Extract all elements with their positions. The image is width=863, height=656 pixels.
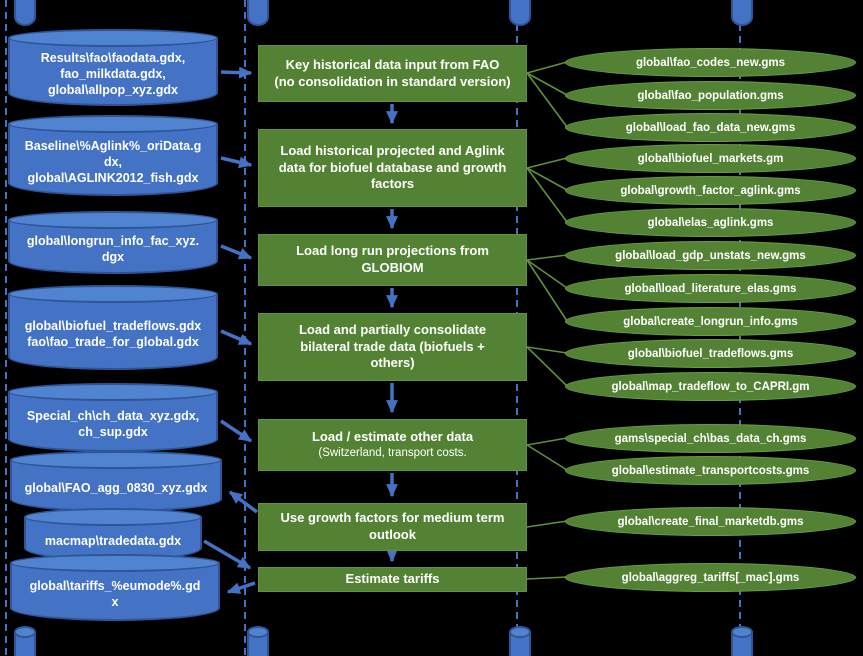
process-sublabel: (Switzerland, transport costs. xyxy=(318,447,467,460)
process-label: Load historical projected and Aglink dat… xyxy=(278,142,507,192)
process-label: Key historical data input from FAO (no c… xyxy=(274,56,511,89)
process-box: Key historical data input from FAO (no c… xyxy=(258,45,527,102)
continuation-cylinder-stub xyxy=(247,626,269,656)
output-arrow xyxy=(228,490,259,514)
script-ellipse: global\load_gdp_unstats_new.gms xyxy=(565,241,856,270)
continuation-cylinder-stub xyxy=(14,0,36,26)
input-arrow xyxy=(220,156,253,169)
connector-line xyxy=(526,259,568,289)
datafile-label: Special_ch\ch_data_xyz.gdx, ch_sup.gdx xyxy=(26,409,200,439)
input-arrow xyxy=(203,539,252,570)
flow-arrows xyxy=(203,66,398,594)
script-ellipse: global\estimate_transportcosts.gms xyxy=(565,456,856,485)
continuation-cylinder-stub xyxy=(509,0,531,26)
script-label: global\load_fao_data_new.gms xyxy=(625,121,796,134)
process-label: Load and partially consolidate bilateral… xyxy=(298,321,487,371)
script-ellipse: global\biofuel_tradeflows.gms xyxy=(565,339,856,368)
input-arrow xyxy=(220,66,253,79)
process-box: Load historical projected and Aglink dat… xyxy=(258,129,527,207)
connector-line xyxy=(526,167,568,191)
script-label: global\create_final_marketdb.gms xyxy=(617,515,804,528)
output-arrow xyxy=(226,581,256,594)
connector-line xyxy=(526,72,568,128)
continuation-cylinder-stub xyxy=(509,626,531,656)
process-box: Use growth factors for medium term outlo… xyxy=(258,503,527,551)
continuation-cylinder-stub xyxy=(731,0,753,26)
script-ellipse: global\map_tradeflow_to_CAPRI.gm xyxy=(565,372,856,401)
connector-line xyxy=(526,72,568,96)
script-ellipse: global\load_literature_elas.gms xyxy=(565,274,856,303)
connector-line xyxy=(526,61,568,74)
continuation-cylinder-stub xyxy=(14,626,36,656)
script-label: global\create_longrun_info.gms xyxy=(623,315,798,328)
script-ellipse: global\aggreg_tariffs[_mac].gms xyxy=(565,563,856,592)
script-ellipse: gams\special_ch\bas_data_ch.gms xyxy=(565,424,856,453)
connector-line xyxy=(526,259,568,322)
script-label: global\growth_factor_aglink.gms xyxy=(620,184,801,197)
datafile-cylinder: Special_ch\ch_data_xyz.gdx, ch_sup.gdx xyxy=(8,383,218,452)
connector-line xyxy=(526,444,568,471)
continuation-cylinder-stub xyxy=(247,0,269,26)
process-box: Estimate tariffs xyxy=(258,567,527,592)
script-ellipse: global\growth_factor_aglink.gms xyxy=(565,176,856,205)
connector-line xyxy=(526,576,568,580)
script-ellipse: global\elas_aglink.gms xyxy=(565,208,856,237)
datafile-cylinder: Baseline\%Aglink%_oriData.g dx, global\A… xyxy=(8,115,218,196)
process-label: Estimate tariffs xyxy=(345,571,440,587)
script-label: gams\special_ch\bas_data_ch.gms xyxy=(614,432,807,445)
input-arrow xyxy=(220,244,253,260)
script-label: global\map_tradeflow_to_CAPRI.gm xyxy=(611,380,810,393)
process-box: Load long run projections from GLOBIOM xyxy=(258,234,527,286)
datafile-label: global\tariffs_%eumode%.gd x xyxy=(29,579,201,609)
step-script-connectors xyxy=(526,61,568,580)
script-label: global\biofuel_tradeflows.gms xyxy=(627,347,794,360)
connector-line xyxy=(526,346,568,354)
datafile-cylinder: Results\fao\faodata.gdx, fao_milkdata.gd… xyxy=(8,29,218,106)
script-label: global\aggreg_tariffs[_mac].gms xyxy=(621,571,800,584)
connector-line xyxy=(526,437,568,446)
script-label: global\estimate_transportcosts.gms xyxy=(611,464,810,477)
script-label: global\fao_codes_new.gms xyxy=(635,56,786,69)
datafile-cylinder: global\biofuel_tradeflows.gdx fao\fao_tr… xyxy=(8,285,218,370)
script-ellipse: global\fao_codes_new.gms xyxy=(565,48,856,77)
connector-line xyxy=(526,254,568,261)
connector-line xyxy=(526,346,568,387)
script-ellipse: global\fao_population.gms xyxy=(565,81,856,110)
script-ellipse: global\create_final_marketdb.gms xyxy=(565,507,856,536)
input-arrow xyxy=(220,329,253,346)
datafile-cylinder: global\longrun_info_fac_xyz. dgx xyxy=(8,211,218,274)
datafile-cylinder: global\tariffs_%eumode%.gd x xyxy=(10,554,220,621)
process-label: Load long run projections from GLOBIOM xyxy=(296,243,489,275)
script-label: global\load_literature_elas.gms xyxy=(624,282,797,295)
input-arrow xyxy=(220,419,253,443)
datafile-label: global\longrun_info_fac_xyz. dgx xyxy=(26,234,200,264)
datafile-label: Results\fao\faodata.gdx, fao_milkdata.gd… xyxy=(40,51,186,97)
script-label: global\fao_population.gms xyxy=(637,89,784,102)
process-box: Load and partially consolidate bilateral… xyxy=(258,313,527,381)
connector-line xyxy=(526,157,568,169)
process-label: Load / estimate other data xyxy=(311,429,474,445)
script-ellipse: global\create_longrun_info.gms xyxy=(565,307,856,336)
process-box: Load / estimate other data (Switzerland,… xyxy=(258,419,527,471)
datafile-label: macmap\tradedata.gdx xyxy=(44,534,182,548)
continuation-cylinder-stub xyxy=(731,626,753,656)
script-label: global\load_gdp_unstats_new.gms xyxy=(615,249,806,262)
script-label: global\biofuel_markets.gm xyxy=(637,152,784,165)
script-ellipse: global\load_fao_data_new.gms xyxy=(565,113,856,142)
datafile-label: global\FAO_agg_0830_xyz.gdx xyxy=(24,481,208,495)
datafile-label: global\biofuel_tradeflows.gdx fao\fao_tr… xyxy=(24,319,202,349)
datafile-label: Baseline\%Aglink%_oriData.g dx, global\A… xyxy=(24,139,202,185)
datafile-cylinder: global\FAO_agg_0830_xyz.gdx xyxy=(10,451,222,512)
connector-line xyxy=(526,520,568,528)
script-ellipse: global\biofuel_markets.gm xyxy=(565,144,856,173)
process-label: Use growth factors for medium term outlo… xyxy=(280,510,505,542)
connector-line xyxy=(526,167,568,223)
script-label: global\elas_aglink.gms xyxy=(647,216,774,229)
